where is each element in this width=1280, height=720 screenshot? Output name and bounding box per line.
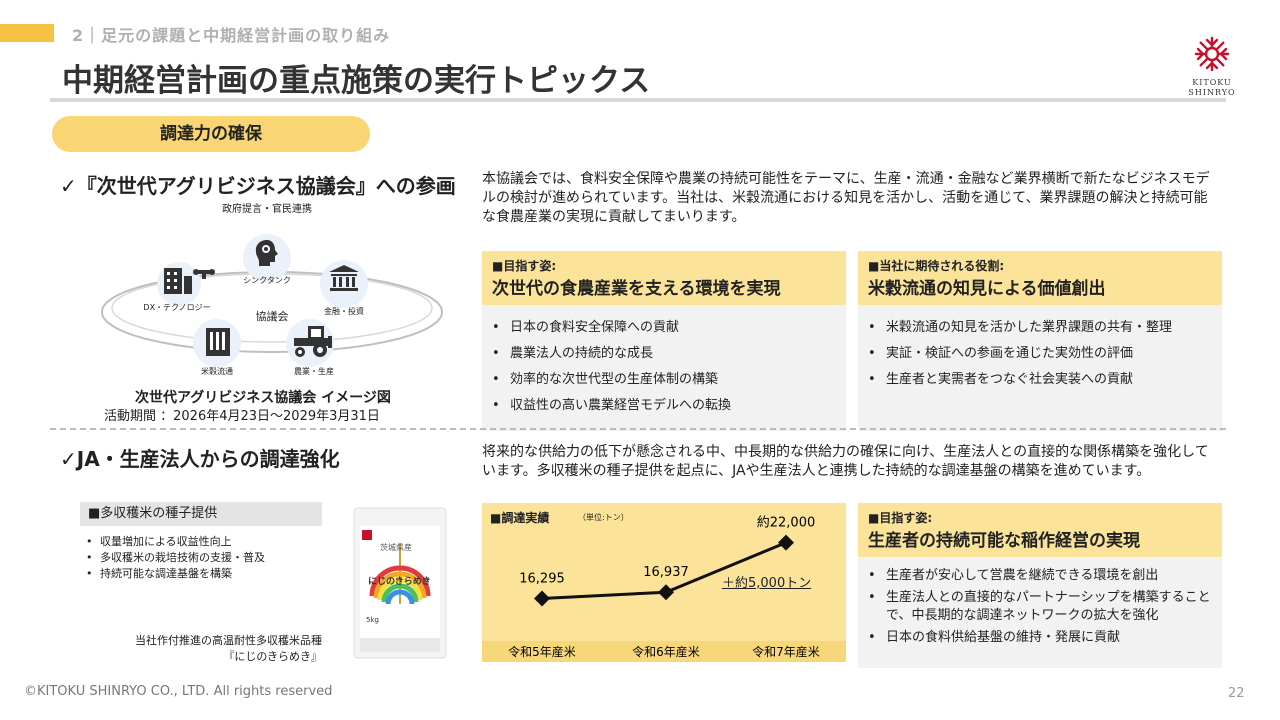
data-value-label: 16,295 bbox=[519, 572, 565, 587]
list-item: 多収穫米の栽培技術の支援・普及 bbox=[80, 550, 322, 566]
list-item: 米穀流通の知見を活かした業界課題の共有・整理 bbox=[858, 319, 1222, 337]
role-card-header: ■当社に期待される役割: 米穀流通の知見による価値創出 bbox=[858, 251, 1222, 305]
goal-card: ■目指す姿: 次世代の食農産業を支える環境を実現 日本の食料安全保障への貢献 農… bbox=[482, 251, 846, 431]
chart-plot: 16,295 令和5年産米 16,937 令和6年産米 約22,000 令和7年産米 bbox=[482, 516, 846, 662]
data-value-label: 約22,000 bbox=[757, 516, 816, 531]
category-tick-label: 令和5年産米 bbox=[508, 644, 576, 659]
category-band bbox=[482, 641, 846, 662]
logo-mark-icon bbox=[1194, 36, 1230, 72]
data-point-marker bbox=[658, 584, 674, 601]
role-card-key: ■当社に期待される役割: bbox=[868, 259, 1005, 273]
role-card-body: 米穀流通の知見を活かした業界課題の共有・整理 実証・検証への参画を通じた実効性の… bbox=[858, 305, 1222, 431]
product-caption: 当社作付推進の高温耐性多収穫米品種 『にじのきらめき』 bbox=[84, 633, 322, 665]
logo-text-1: KITOKU bbox=[1192, 78, 1232, 87]
product-caption-line-2: 『にじのきらめき』 bbox=[223, 650, 322, 663]
goal-card-key: ■目指す姿: bbox=[492, 259, 557, 273]
seed-list: 収量増加による収益性向上 多収穫米の栽培技術の支援・普及 持続可能な調達基盤を構… bbox=[80, 534, 322, 582]
distribution-building-icon bbox=[206, 328, 230, 356]
producer-goal-card-header: ■目指す姿: 生産者の持続可能な稲作経営の実現 bbox=[858, 503, 1222, 557]
topic2-description: 将来的な供給力の低下が懸念される中、中長期的な供給力の確保に向け、生産法人との直… bbox=[482, 444, 1209, 479]
title-divider bbox=[50, 98, 1226, 102]
producer-goal-card: ■目指す姿: 生産者の持続可能な稲作経営の実現 生産者が安心して営農を継続できる… bbox=[858, 503, 1222, 668]
copyright: ©KITOKU SHINRYO CO., LTD. All rights res… bbox=[24, 684, 333, 699]
think-tank-icon bbox=[255, 240, 278, 266]
list-item: 生産法人との直接的なパートナーシップを構築することで、中長期的な調達ネットワーク… bbox=[858, 589, 1222, 625]
producer-goal-card-body: 生産者が安心して営農を継続できる環境を創出 生産法人との直接的なパートナーシップ… bbox=[858, 557, 1222, 668]
list-item: 農業法人の持続的な成長 bbox=[482, 345, 846, 363]
list-item: 収量増加による収益性向上 bbox=[80, 534, 322, 550]
topic1-description: 本協議会では、食料安全保障や農業の持続可能性をテーマに、生産・流通・金融など業界… bbox=[482, 171, 1210, 225]
theme-pill: 調達力の確保 bbox=[52, 116, 370, 152]
role-card-value: 米穀流通の知見による価値創出 bbox=[868, 279, 1106, 299]
producer-goal-card-value: 生産者の持続可能な稲作経営の実現 bbox=[868, 531, 1140, 551]
page-title: 中期経営計画の重点施策の実行トピックス bbox=[62, 63, 651, 99]
list-item: 実証・検証への参画を通じた実効性の評価 bbox=[858, 345, 1222, 363]
activity-period: 活動期間 ：2026年4月23日～2029年3月31日 bbox=[104, 409, 380, 424]
chart-annotation: ＋約5,000トン bbox=[722, 576, 812, 591]
category-tick-label: 令和7年産米 bbox=[752, 644, 820, 659]
list-item: 生産者と実需者をつなぐ社会実装への貢献 bbox=[858, 371, 1222, 389]
diagram-center-label: 協議会 bbox=[255, 310, 289, 323]
company-logo: KITOKU SHINRYO bbox=[1186, 34, 1238, 98]
category-tick-label: 令和6年産米 bbox=[632, 644, 700, 659]
accent-bar bbox=[0, 24, 54, 42]
rice-bag-icon bbox=[353, 507, 447, 659]
role-card: ■当社に期待される役割: 米穀流通の知見による価値創出 米穀流通の知見を活かした… bbox=[858, 251, 1222, 431]
tractor-icon bbox=[294, 326, 332, 357]
list-item: 効率的な次世代型の生産体制の構築 bbox=[482, 371, 846, 389]
list-item: 日本の食料安全保障への貢献 bbox=[482, 319, 846, 337]
list-item: 収益性の高い農業経営モデルへの転換 bbox=[482, 397, 846, 415]
council-diagram: 政府提言・官民連携 シンクタンク DX・テクノロジー 金融・投資 協議会 米穀流… bbox=[92, 198, 462, 383]
diagram-rice-label: 米穀流通 bbox=[201, 367, 233, 376]
seed-box-title: ■多収穫米の種子提供 bbox=[80, 502, 322, 526]
package-text-1: 茨城県産 bbox=[380, 543, 412, 552]
package-text-3: 5kg bbox=[366, 616, 379, 624]
procurement-chart: ■調達実績 （単位:トン） 16,295 令和5年産米 16,937 令和6年産米 約2… bbox=[482, 503, 846, 662]
data-point-marker bbox=[778, 534, 794, 551]
diagram-caption: 次世代アグリビジネス協議会 イメージ図 bbox=[135, 390, 391, 406]
product-caption-line-1: 当社作付推進の高温耐性多収穫米品種 bbox=[135, 634, 322, 647]
rice-package-image: 茨城県産 にじのきらめき 5kg bbox=[352, 504, 448, 660]
package-text-2: にじのきらめき bbox=[368, 577, 431, 587]
diagram-think-label: シンクタンク bbox=[243, 276, 291, 285]
diagram-ellipses bbox=[101, 234, 443, 367]
data-point-marker bbox=[534, 590, 550, 607]
section-divider bbox=[50, 428, 1226, 430]
list-item: 生産者が安心して営農を継続できる環境を創出 bbox=[858, 567, 1222, 585]
diagram-dx-label: DX・テクノロジー bbox=[143, 303, 211, 312]
topic1-heading: ✓『次世代アグリビジネス協議会』への参画 bbox=[60, 174, 456, 198]
logo-text-2: SHINRYO bbox=[1188, 88, 1236, 97]
data-value-label: 16,937 bbox=[643, 565, 689, 580]
section-label: 2｜足元の課題と中期経営計画の取り組み bbox=[72, 26, 391, 45]
chart-title: ■調達実績 bbox=[490, 511, 550, 525]
goal-card-header: ■目指す姿: 次世代の食農産業を支える環境を実現 bbox=[482, 251, 846, 305]
diagram-finance-label: 金融・投資 bbox=[324, 307, 364, 316]
producer-goal-card-key: ■目指す姿: bbox=[868, 511, 933, 525]
bank-icon bbox=[329, 265, 359, 291]
dx-icon bbox=[164, 268, 215, 294]
goal-card-body: 日本の食料安全保障への貢献 農業法人の持続的な成長 効率的な次世代型の生産体制の… bbox=[482, 305, 846, 431]
chart-unit: （単位:トン） bbox=[578, 513, 629, 522]
list-item: 持続可能な調達基盤を構築 bbox=[80, 566, 322, 582]
topic2-heading: ✓JA・生産法人からの調達強化 bbox=[60, 447, 340, 471]
diagram-farm-label: 農業・生産 bbox=[294, 367, 334, 376]
goal-card-value: 次世代の食農産業を支える環境を実現 bbox=[492, 279, 781, 299]
list-item: 日本の食料供給基盤の維持・発展に貢献 bbox=[858, 629, 1222, 647]
page-number: 22 bbox=[1228, 686, 1245, 701]
diagram-top-label: 政府提言・官民連携 bbox=[222, 204, 312, 215]
